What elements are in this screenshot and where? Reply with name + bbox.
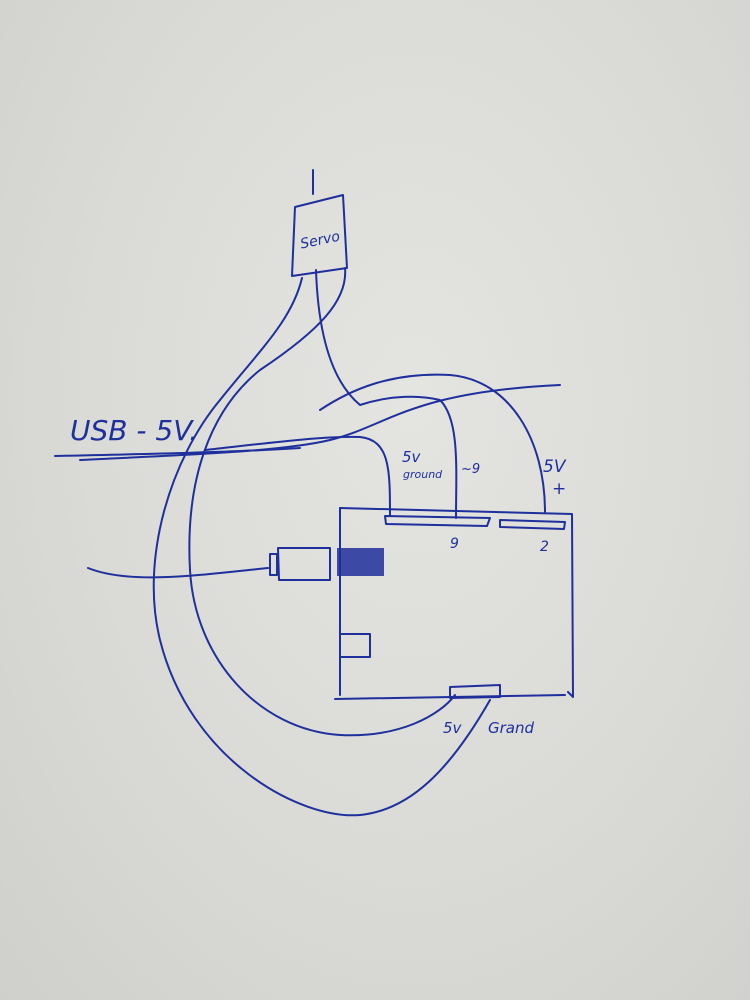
power-jack: [339, 633, 371, 658]
wire-signal: [315, 269, 458, 519]
wire-5v-plus: [319, 373, 546, 513]
pin-2-label: 2: [540, 539, 549, 555]
usb-plug: [277, 547, 331, 581]
pin-header-right: [499, 519, 566, 530]
usb-label: USB - 5V.: [70, 414, 198, 447]
plus-sign-label: +: [552, 479, 566, 499]
power-header: [449, 684, 501, 699]
wire-ground-top: [204, 435, 391, 517]
plus-5v-label: 5V: [543, 457, 567, 477]
servo-box: Servo: [291, 169, 348, 277]
wire-servo-right: [188, 267, 456, 737]
usb-port-hatched: [337, 548, 384, 576]
bottom-ground-label: Grand: [488, 719, 534, 737]
pin-9-label: 9: [450, 536, 459, 552]
servo-label: Servo: [299, 229, 342, 253]
pin-header-left: [384, 515, 491, 527]
usb-cable: [54, 447, 301, 457]
bottom-5v-label: 5v: [443, 719, 463, 737]
pin9-wire-label: ~9: [461, 462, 480, 477]
arduino-board: [87, 507, 574, 700]
ground-word-label: ground: [403, 468, 443, 481]
wire-servo-left: [152, 277, 491, 817]
ground-5v-label: 5v: [402, 448, 422, 466]
